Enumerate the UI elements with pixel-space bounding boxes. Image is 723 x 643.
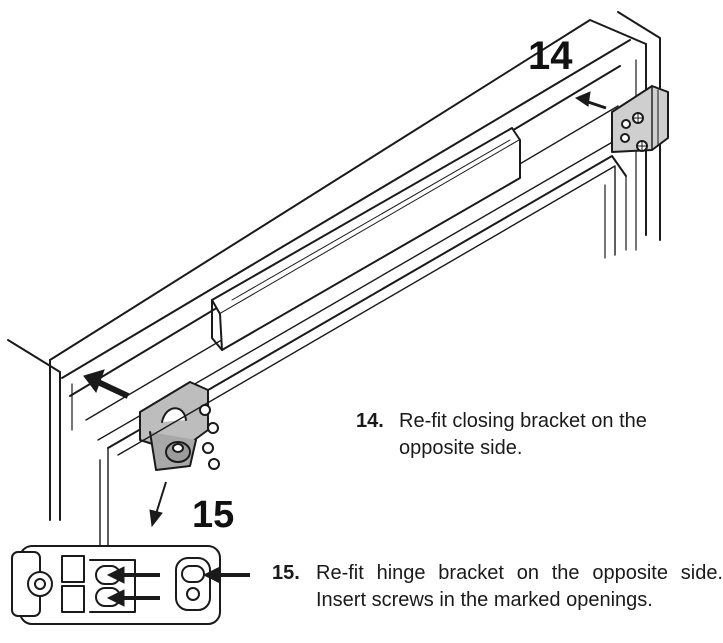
arrow-plan-slot-3 [202,566,250,584]
screws-15 [199,404,220,470]
arrow-bracket-14 [574,91,607,110]
instruction-number: 15. [272,562,300,584]
screws-14 [632,112,648,152]
instruction-number: 14. [356,410,384,432]
step-label-14: 14 [528,34,573,78]
arrows [83,91,607,607]
cabinet-side-panel [604,11,661,259]
cover-profile [211,127,521,351]
instruction-text: Re-fit hinge bracket on the opposite sid… [316,562,723,611]
arrow-plan-slot-2 [106,589,160,607]
hinge-bracket-plan-view [11,545,221,625]
arrow-plan-slot-1 [106,566,160,584]
instruction-14: 14. Re-fit closing bracket on the opposi… [356,408,723,462]
arrow-to-plan-view [149,481,167,528]
left-frame-post [49,359,73,521]
hinge-bracket-15 [139,381,209,471]
arrow-bracket-15 [83,369,130,399]
step-label-15: 15 [192,494,235,536]
instruction-15: 15. Re-fit hinge bracket on the opposite… [272,560,723,614]
instruction-text: Re-fit closing bracket on the opposite s… [399,410,647,459]
